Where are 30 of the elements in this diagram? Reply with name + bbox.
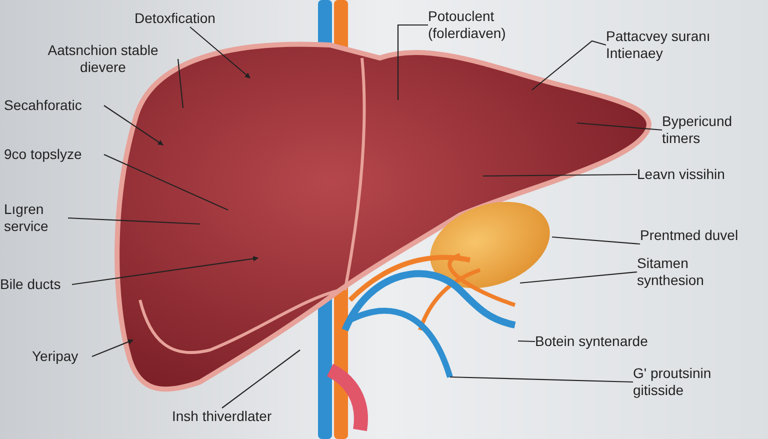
callout-label: Potouclent (folerdiaven) <box>428 8 507 42</box>
callout-label: Detoxfication <box>134 10 216 27</box>
callout-label: Bile ducts <box>0 276 62 293</box>
callout-label: Yeripay <box>32 348 80 365</box>
callout-label: Leavn vissihin <box>637 166 726 183</box>
leader-line <box>92 339 134 358</box>
leader-line <box>483 174 637 177</box>
leader-line <box>532 40 606 90</box>
callout-label: Sitamen synthesion <box>637 255 705 289</box>
callout-label: G' proutsinin gitisside <box>633 365 712 399</box>
callout-label: Botein syntenarde <box>535 333 649 350</box>
callout-label: 9co topslyze <box>4 146 83 163</box>
leader-line <box>68 217 200 225</box>
leader-line <box>222 350 300 408</box>
leader-line <box>520 271 638 284</box>
leader-line <box>190 26 250 78</box>
callout-label: Bypericund timers <box>662 113 734 147</box>
callout-label: Aatsnchion stable dievere <box>46 42 160 76</box>
leader-line <box>72 256 259 286</box>
callout-label: Prentmed duvel <box>640 227 740 244</box>
leader-line <box>518 340 536 342</box>
callout-label: Insh thiverdlater <box>172 408 273 425</box>
callout-label: Secahforatic <box>4 97 83 114</box>
leader-line <box>397 24 428 100</box>
callout-label: Lıgren service <box>4 201 50 235</box>
leader-line <box>104 154 228 210</box>
callout-label: Pattacvey suranı Intienaey <box>606 28 712 62</box>
leader-line <box>450 376 634 383</box>
leader-line <box>104 105 164 146</box>
leader-line <box>552 236 640 245</box>
